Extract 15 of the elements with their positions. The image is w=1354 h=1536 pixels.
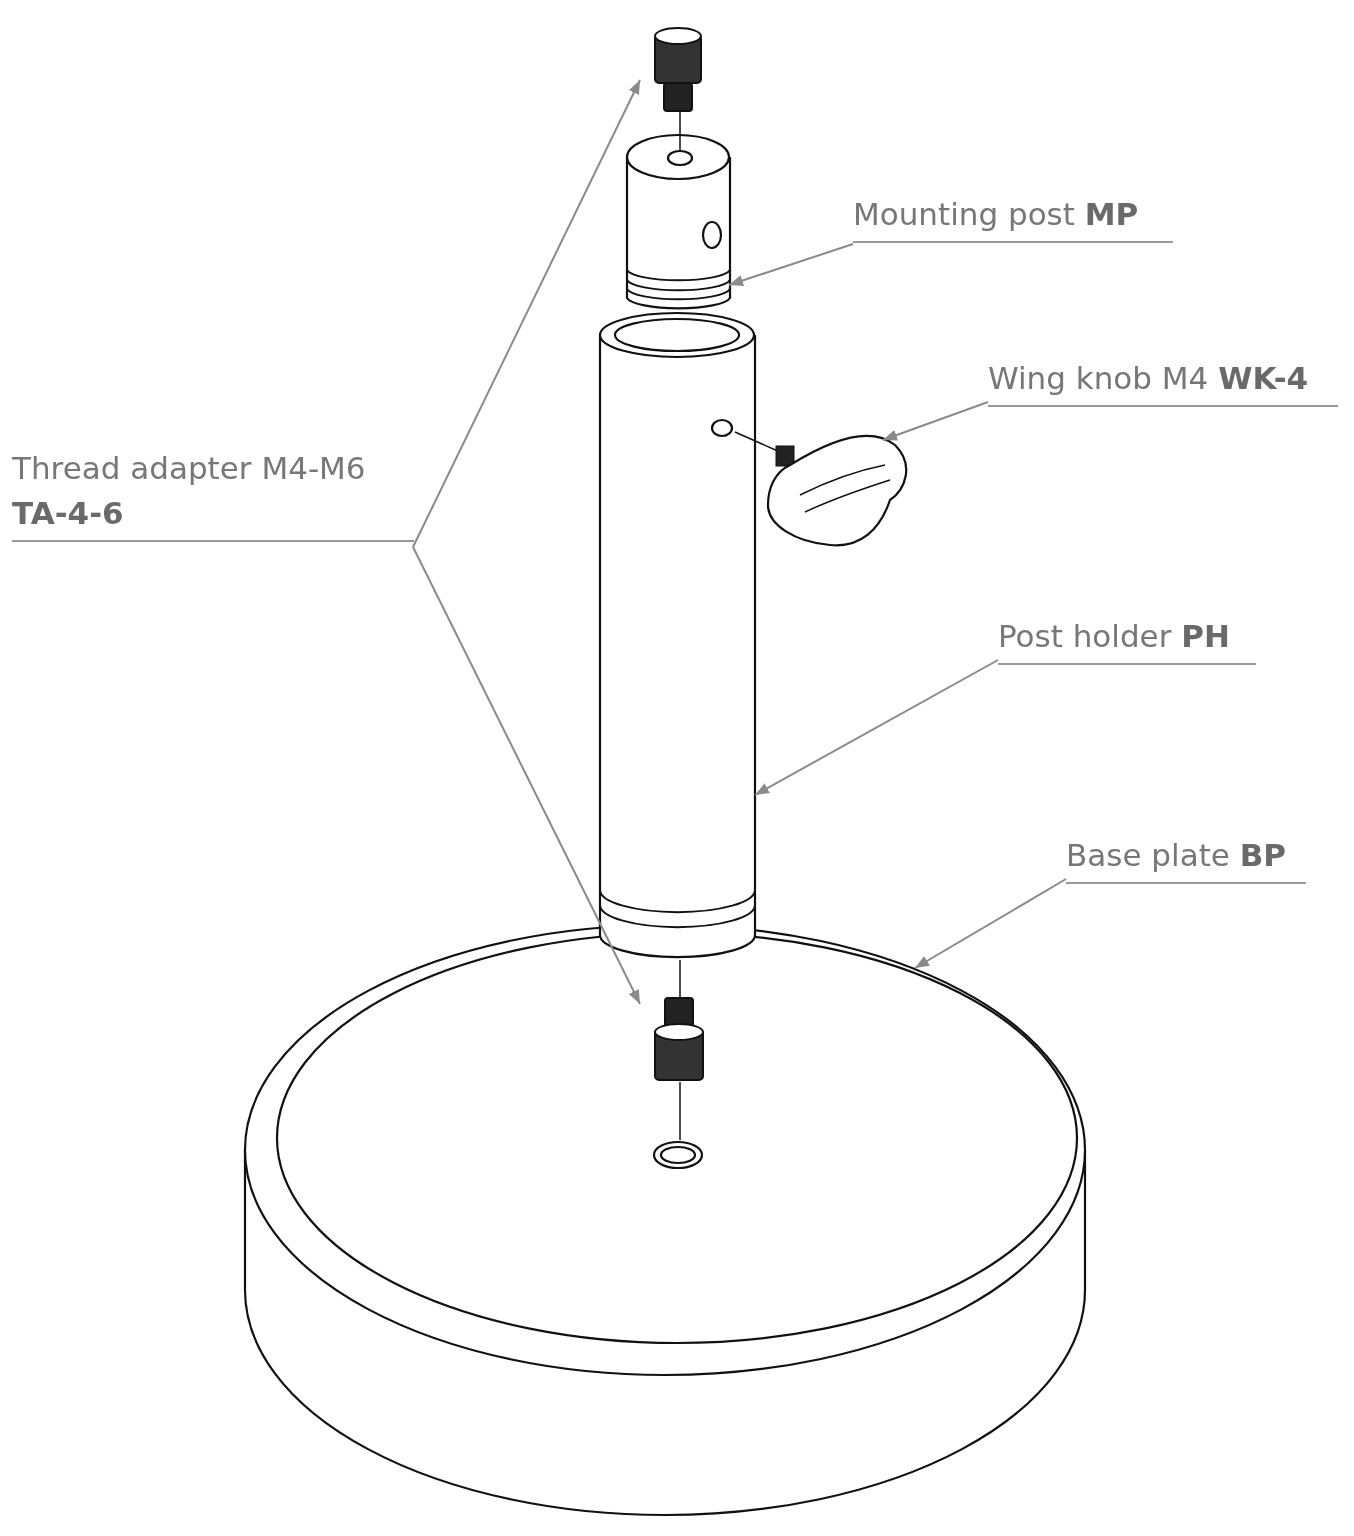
leader-line xyxy=(412,79,641,548)
wing-knob-drawing xyxy=(734,431,908,547)
leader-line xyxy=(754,659,999,796)
screw-drawing xyxy=(654,27,702,151)
leader-line xyxy=(882,401,989,441)
post-holder-drawing xyxy=(598,311,757,959)
mounting-post-drawing xyxy=(625,133,732,310)
leader-line xyxy=(412,546,641,1005)
part-label: Post holder PH xyxy=(998,614,1256,665)
leader-line xyxy=(914,878,1067,969)
part-label: Wing knob M4 WK-4 xyxy=(988,356,1338,407)
leader-line xyxy=(728,243,854,286)
part-label: Mounting post MP xyxy=(853,192,1173,243)
part-label: Base plate BP xyxy=(1066,833,1306,884)
part-label: Thread adapter M4-M6 TA-4-6 xyxy=(12,446,414,542)
